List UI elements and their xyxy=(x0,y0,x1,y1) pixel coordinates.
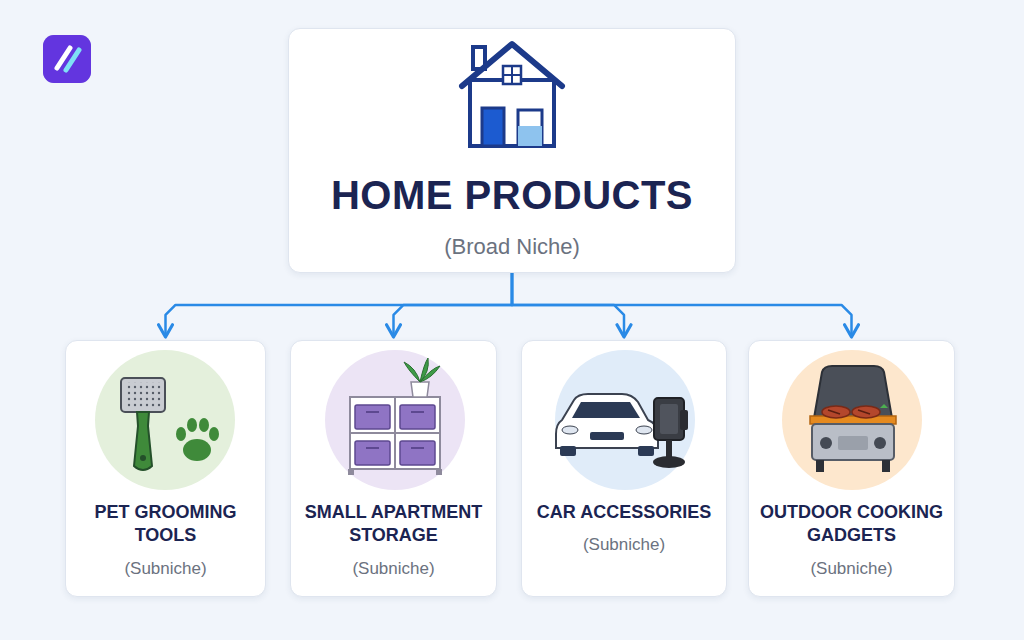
icon-circle xyxy=(555,350,695,490)
node-title: HOME PRODUCTS xyxy=(297,169,727,221)
node-subtitle: (Subniche) xyxy=(530,534,718,555)
grill-icon xyxy=(810,366,896,472)
node-title: SMALL APARTMENT STORAGE xyxy=(299,501,488,548)
icon-circle xyxy=(325,350,465,490)
subniche-box: CAR ACCESSORIES (Subniche) xyxy=(521,340,727,597)
icon-circle xyxy=(782,350,922,490)
subniche-box: SMALL APARTMENT STORAGE (Subniche) xyxy=(290,340,497,597)
house-icon xyxy=(462,44,562,146)
connector-arrow xyxy=(512,273,852,338)
node-title: CAR ACCESSORIES xyxy=(530,501,718,524)
subniche-box: PET GROOMING TOOLS (Subniche) xyxy=(65,340,266,597)
node-subtitle: (Broad Niche) xyxy=(297,233,727,261)
connector-arrow xyxy=(512,273,624,338)
node-subtitle: (Subniche) xyxy=(299,558,488,579)
grooming-brush xyxy=(121,378,165,470)
paw-print xyxy=(176,418,219,461)
subniche-box: OUTDOOR COOKING GADGETS (Subniche) xyxy=(748,340,955,597)
connector-arrow xyxy=(394,273,513,338)
node-subtitle: (Subniche) xyxy=(74,558,257,579)
connector-arrow xyxy=(166,273,513,338)
broad-niche-box: HOME PRODUCTS (Broad Niche) xyxy=(288,28,736,273)
node-title: PET GROOMING TOOLS xyxy=(74,501,257,548)
icon-circle xyxy=(95,350,235,490)
logo xyxy=(43,35,91,83)
node-title: OUTDOOR COOKING GADGETS xyxy=(757,501,946,548)
storage-shelf xyxy=(348,358,442,475)
car-icon xyxy=(556,394,658,456)
node-subtitle: (Subniche) xyxy=(757,558,946,579)
phone-holder xyxy=(653,398,688,468)
